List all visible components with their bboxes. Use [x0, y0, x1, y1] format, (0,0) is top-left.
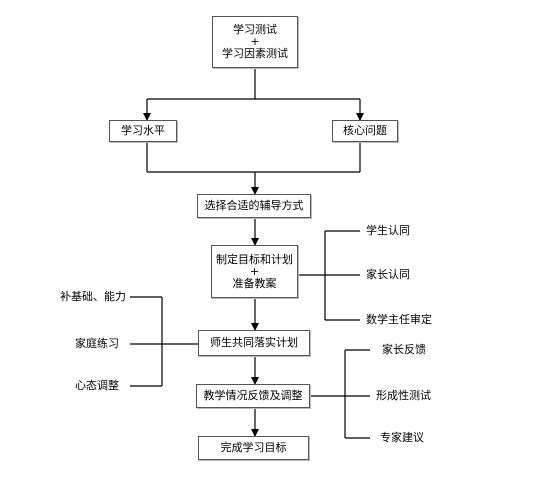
node-implement: 师生共同落实计划	[198, 330, 310, 356]
label-formative-test: 形成性测试	[376, 389, 431, 402]
node-core-issue-label: 核心问题	[343, 124, 387, 137]
label-homework: 家庭练习	[75, 337, 119, 350]
node-level: 学习水平	[109, 120, 177, 142]
node-plan-plus: +	[249, 264, 260, 278]
node-plan-line1: 制定目标和计划	[216, 252, 293, 266]
node-core-issue: 核心问题	[332, 120, 398, 142]
node-feedback-label: 教学情况反馈及调整	[203, 389, 303, 402]
node-implement-label: 师生共同落实计划	[210, 336, 298, 349]
label-student-agree: 学生认同	[366, 224, 410, 237]
node-complete: 完成学习目标	[198, 436, 309, 460]
label-teacher-review: 数学主任审定	[366, 313, 432, 326]
node-test-line2: 学习因素测试	[222, 47, 288, 60]
node-feedback: 教学情况反馈及调整	[196, 384, 310, 408]
label-parent-feedback: 家长反馈	[382, 343, 426, 356]
label-expert-advice: 专家建议	[380, 431, 424, 444]
node-test-plus: +	[250, 35, 260, 48]
node-choose-method: 选择合适的辅导方式	[197, 194, 311, 218]
node-choose-method-label: 选择合适的辅导方式	[204, 199, 304, 212]
node-test: 学习测试 + 学习因素测试	[212, 16, 298, 68]
node-complete-label: 完成学习目标	[220, 441, 287, 454]
node-plan: 制定目标和计划 + 准备教案	[211, 245, 298, 298]
node-level-label: 学习水平	[121, 124, 165, 137]
label-mindset: 心态调整	[75, 379, 119, 392]
node-plan-line2: 准备教案	[232, 276, 277, 290]
node-test-line1: 学习测试	[233, 23, 277, 36]
label-parent-agree: 家长认同	[366, 268, 410, 281]
label-basics: 补基础、能力	[60, 290, 126, 303]
